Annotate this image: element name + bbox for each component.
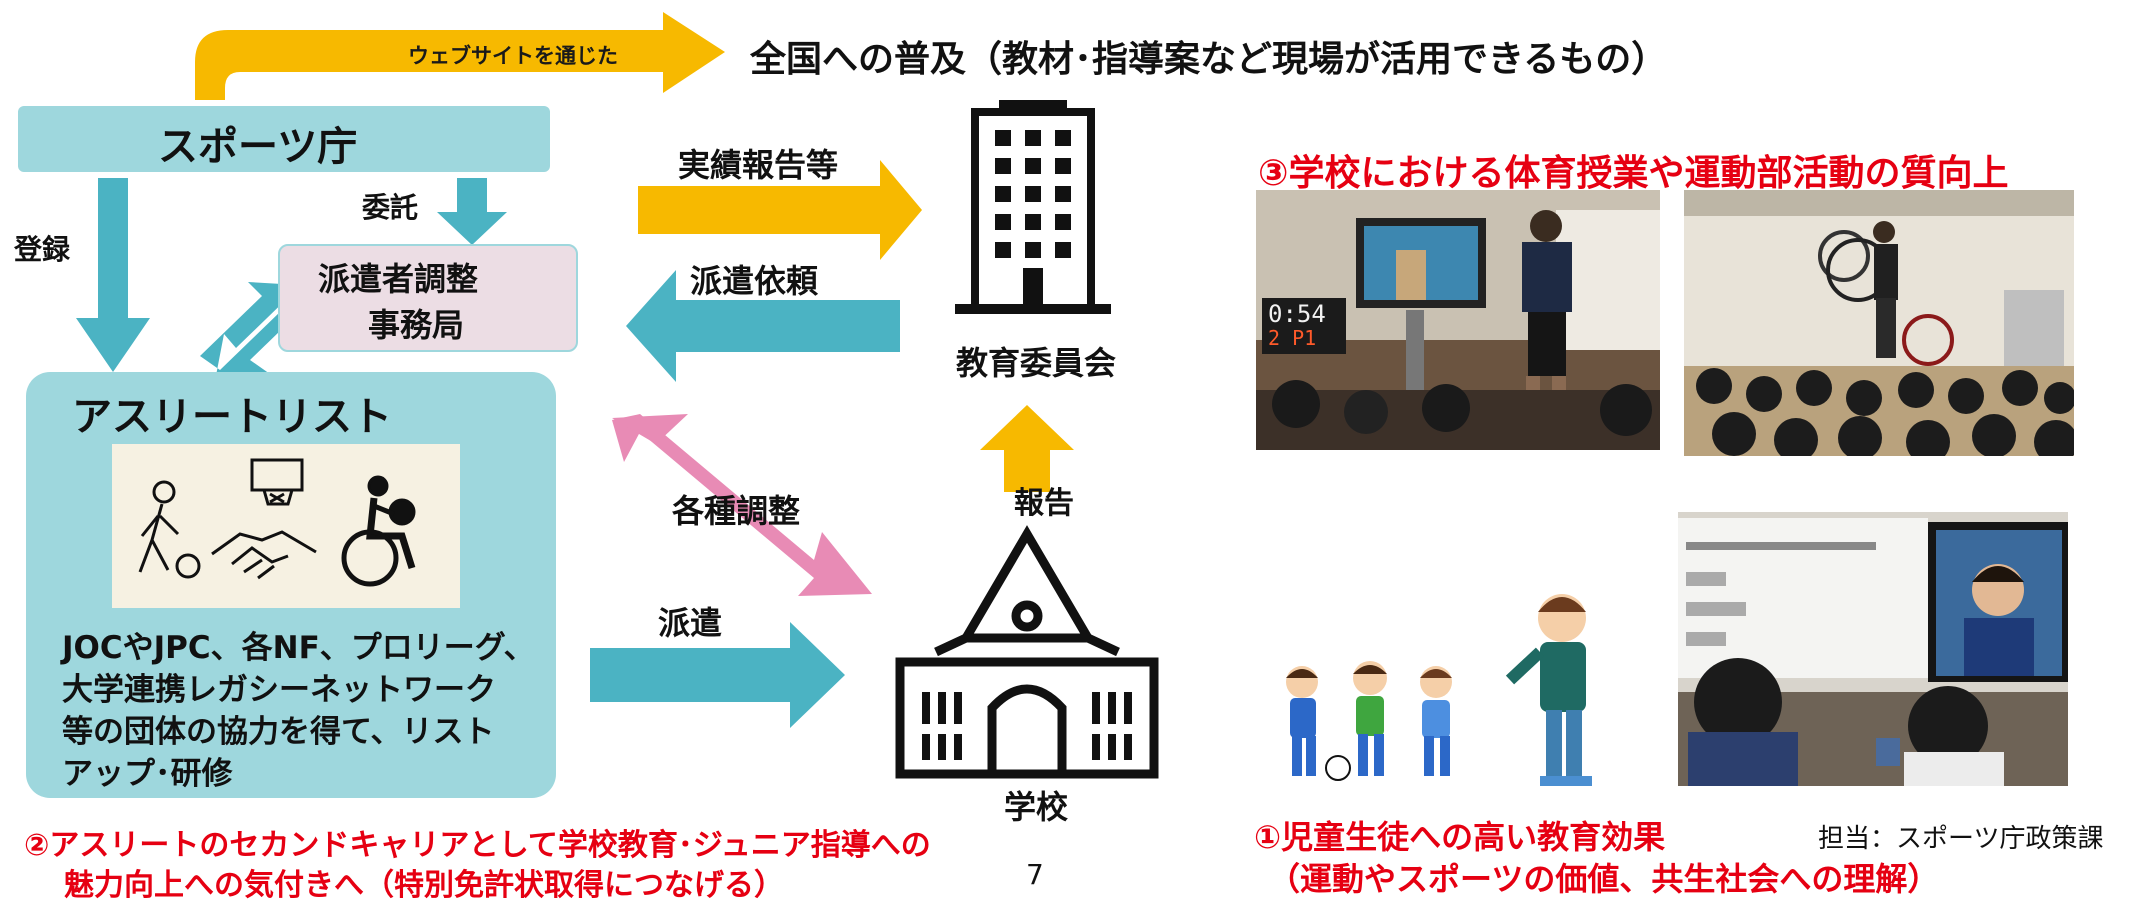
athlete-pictogram-panel [112, 444, 460, 608]
nationwide-spread-text: 全国への普及（教材･指導案など現場が活用できるもの） [750, 39, 1668, 80]
school-building-icon [895, 525, 1159, 779]
outcome-second-line-1: ②アスリートのセカンドキャリアとして学校教育･ジュニア指導への [24, 828, 931, 863]
scoreboard-time: 0:54 [1268, 300, 1326, 328]
dispatch-label: 派遣 [658, 604, 723, 642]
athlete-desc-line-1: JOCやJPC、各NF、プロリーグ、 [62, 630, 535, 666]
gym-wheelchair-photo [1684, 190, 2074, 456]
dispatch-request-label: 派遣依頼 [690, 262, 819, 300]
website-label: ウェブサイトを通じた [408, 44, 618, 68]
outcome-second-line-2: 魅力向上への気付きへ（特別免許状取得につなげる） [64, 868, 784, 903]
outcome-third: ③学校における体育授業や運動部活動の質向上 [1258, 153, 2009, 194]
athlete-desc-line-3: 等の団体の協力を得て、リスト [62, 714, 495, 750]
coordination-label: 各種調整 [672, 492, 801, 530]
website-arrow [195, 12, 725, 100]
athlete-list-title: アスリートリスト [72, 394, 392, 440]
dispatch-arrow [590, 622, 845, 728]
wheelchair-basketball-icon [341, 475, 416, 587]
secretariat-line-2: 事務局 [368, 306, 465, 344]
school-label: 学校 [1004, 788, 1069, 826]
secretariat-line-1: 派遣者調整 [318, 260, 479, 298]
athlete-desc-line-2: 大学連携レガシーネットワーク [62, 672, 496, 708]
walking-basketball-icon [138, 480, 201, 579]
scoreboard-period: 2 P1 [1268, 326, 1317, 350]
page-number: 7 [1026, 858, 1044, 891]
contact-label: 担当：スポーツ庁政策課 [1818, 824, 2104, 854]
report-label: 報告 [1014, 486, 1074, 521]
report-arrow [980, 405, 1074, 492]
children-coach-illustration [1262, 572, 1622, 792]
handshake-icon [211, 530, 317, 580]
classroom-screen-photo: 0:54 2 P1 [1256, 190, 1660, 450]
register-label: 登録 [14, 233, 71, 266]
dispatch-request-arrow [626, 270, 900, 382]
basketball-hoop-icon [250, 458, 304, 506]
office-building-icon [955, 100, 1111, 314]
commission-arrow [437, 178, 507, 245]
board-of-education-label: 教育委員会 [956, 344, 1117, 382]
secretariat-box [278, 244, 578, 352]
sports-agency-box [18, 106, 550, 172]
results-report-arrow [638, 160, 922, 260]
sports-agency-label: スポーツ庁 [158, 124, 358, 170]
classroom-video-call-photo [1678, 512, 2068, 786]
results-report-label: 実績報告等 [678, 146, 839, 184]
outcome-first-line-1: ①児童生徒への高い教育効果 [1254, 818, 1666, 856]
coordination-arrow [612, 414, 872, 596]
commission-label: 委託 [362, 191, 419, 224]
register-arrow [76, 178, 150, 372]
athlete-desc-line-4: アップ･研修 [62, 756, 233, 792]
coordination-arrow-head-upper [612, 414, 688, 444]
outcome-first-line-2: （運動やスポーツの価値、共生社会への理解） [1268, 860, 1940, 898]
